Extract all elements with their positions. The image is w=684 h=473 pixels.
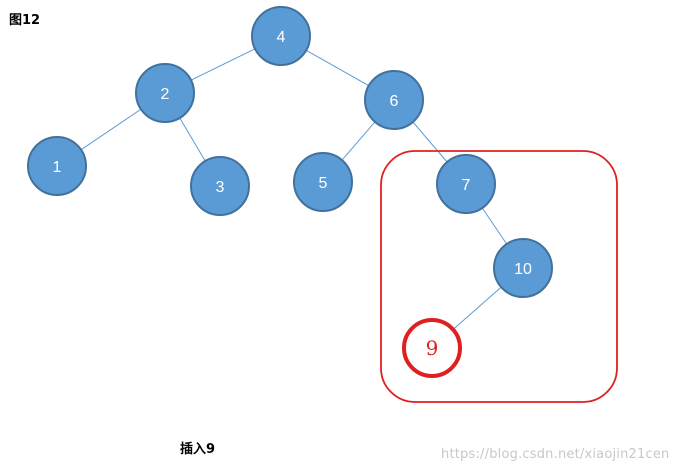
tree-edge-6-5 [341,121,376,161]
inserted-node-9: 9 [402,318,462,378]
tree-node-label: 3 [216,179,225,196]
tree-edge-6-7 [412,121,448,163]
watermark-text: https://blog.csdn.net/xiaojin21cen [441,447,670,462]
tree-node-circle [251,6,311,66]
tree-node-label: 6 [390,93,399,110]
tree-node-circle [190,156,250,216]
tree-node-1: 1 [27,136,87,196]
tree-edges [80,48,508,330]
tree-node-circle [27,136,87,196]
tree-node-circle [135,63,195,123]
tree-edge-2-1 [80,108,142,151]
tree-edge-4-2 [190,48,256,81]
tree-node-label: 4 [277,29,286,46]
tree-node-label: 5 [319,175,328,192]
tree-nodes: 4 2 6 1 3 5 7 10 9 [27,6,553,378]
tree-edge-10-9 [453,286,502,330]
tree-node-circle [293,152,353,212]
tree-node-circle [493,238,553,298]
tree-edge-4-6 [305,49,370,87]
inserted-node-circle [402,318,462,378]
tree-node-label: 2 [161,86,170,103]
tree-node-label: 7 [462,177,471,194]
tree-node-2: 2 [135,63,195,123]
tree-node-4: 4 [251,6,311,66]
figure-label: 图12 [9,13,41,28]
tree-node-7: 7 [436,154,496,214]
inserted-node-label: 9 [426,336,439,360]
tree-node-5: 5 [293,152,353,212]
diagram-caption: 插入9 [180,442,216,457]
tree-edge-2-3 [179,117,206,162]
tree-node-3: 3 [190,156,250,216]
highlighted-subtree-box [380,150,618,403]
tree-node-circle [436,154,496,214]
tree-node-6: 6 [364,70,424,130]
tree-node-circle [364,70,424,130]
tree-node-label: 10 [514,261,532,278]
tree-node-10: 10 [493,238,553,298]
tree-node-label: 1 [53,159,62,176]
tree-edge-7-10 [481,207,508,245]
